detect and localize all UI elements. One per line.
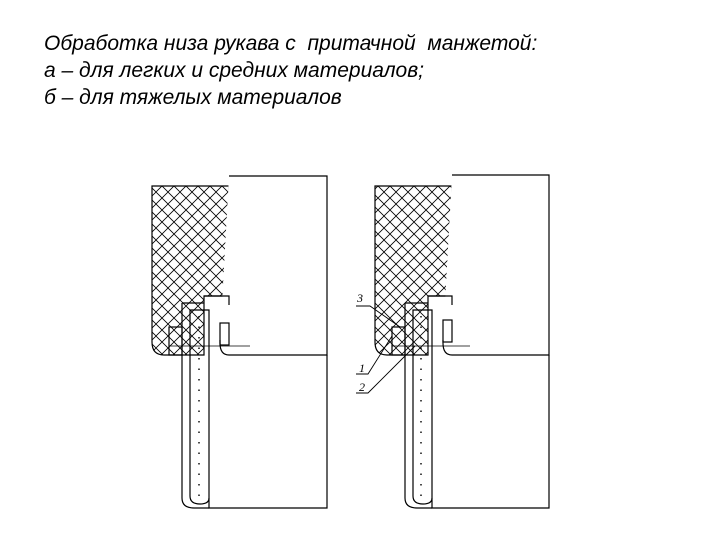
figure-b-lining-outer	[404, 302, 432, 509]
callout-2: 2	[359, 380, 365, 394]
caption: Обработка низа рукава с притачной манжет…	[44, 30, 537, 111]
caption-line-1: Обработка низа рукава с притачной манжет…	[44, 32, 538, 55]
figure-b-lining-inner	[412, 309, 433, 505]
callout-3: 3	[356, 291, 363, 305]
figure-a-lining-inner	[189, 309, 210, 505]
figure-a-cuff	[208, 355, 328, 509]
figure-b	[356, 174, 550, 509]
figure-b-left-tab	[391, 326, 406, 356]
figure-b-cuff	[431, 355, 550, 509]
figure-a-right-tab	[219, 322, 230, 346]
figure-a	[151, 175, 328, 509]
figure-a-left-tab	[168, 326, 183, 356]
figure-b-sleeve	[442, 174, 550, 356]
callout-1: 1	[359, 361, 365, 375]
figure-a-lining-outer	[181, 302, 209, 509]
figure-b-right-tab	[442, 319, 453, 343]
leader-2	[356, 345, 416, 394]
figure-a-sleeve	[219, 175, 328, 356]
leader-1	[356, 335, 393, 375]
caption-line-2: а – для легких и средних материалов;	[44, 59, 425, 82]
caption-line-3: б – для тяжелых материалов	[44, 86, 342, 109]
leader-3	[356, 305, 401, 328]
